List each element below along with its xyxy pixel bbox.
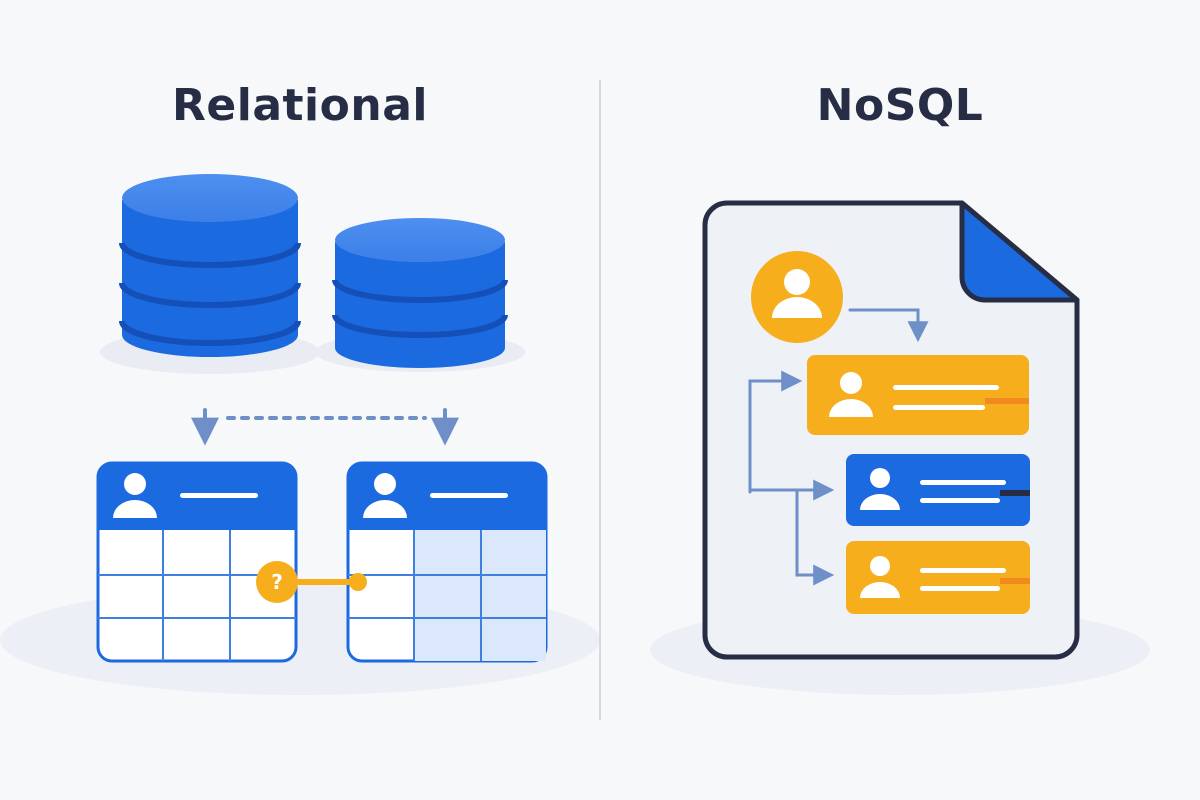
record-card [846, 541, 1030, 614]
header-text-line [180, 493, 258, 498]
user-icon [113, 473, 157, 518]
question-icon [256, 561, 298, 603]
user-icon [860, 556, 900, 598]
question-mark: ? [271, 570, 283, 594]
relation-connector: ? [256, 561, 367, 603]
database-icon [332, 218, 508, 368]
folded-corner [959, 200, 1080, 303]
user-icon [829, 372, 873, 417]
nosql-heading: NoSQL [816, 80, 984, 131]
record-card [807, 355, 1029, 435]
user-icon [772, 269, 822, 318]
table-left [96, 461, 298, 663]
table-right [346, 461, 548, 663]
header-text-line [430, 493, 508, 498]
relational-heading: Relational [172, 80, 428, 131]
user-icon [860, 468, 900, 510]
record-card [846, 454, 1030, 526]
doc-connectors [748, 308, 929, 586]
user-avatar [751, 251, 843, 343]
user-icon [363, 473, 407, 518]
database-icon [119, 174, 301, 357]
